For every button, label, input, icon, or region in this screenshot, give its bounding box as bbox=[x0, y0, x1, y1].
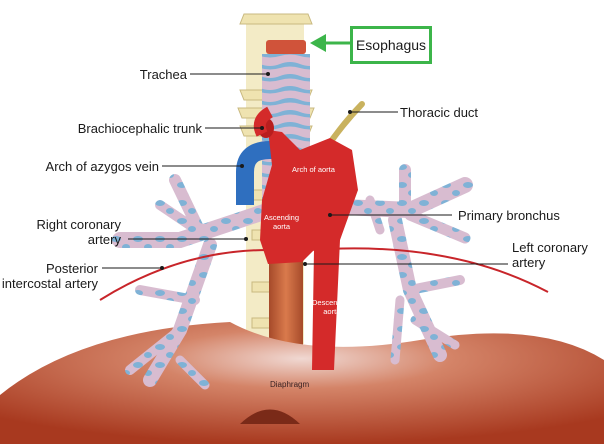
label-right-coronary-artery: Right coronary artery bbox=[36, 217, 121, 247]
label-ascending-aorta-line1: Ascending bbox=[264, 213, 300, 222]
label-brachiocephalic-trunk: Brachiocephalic trunk bbox=[77, 121, 202, 136]
label-ascending-aorta-line2: aorta bbox=[272, 222, 291, 231]
label-primary-bronchus: Primary bronchus bbox=[458, 208, 560, 223]
leader-dots bbox=[160, 72, 352, 270]
leader-lines bbox=[102, 73, 508, 269]
label-diaphragm: Diaphragm bbox=[270, 380, 310, 389]
label-posterior-intercostal-artery-line2: intercostal artery bbox=[1, 276, 98, 291]
label-thoracic-duct: Thoracic duct bbox=[400, 105, 479, 120]
azygos-vein bbox=[236, 141, 290, 205]
label-trachea: Trachea bbox=[139, 67, 187, 82]
intercostal-arteries bbox=[99, 247, 549, 301]
aorta bbox=[253, 106, 358, 370]
label-descending-aorta-line1: Descending bbox=[312, 298, 352, 307]
label-arch-of-aorta: Arch of aorta bbox=[292, 165, 335, 174]
label-left-coronary-artery-line2: artery bbox=[512, 255, 546, 270]
label-posterior-intercostal-artery: Posterior intercostal artery bbox=[2, 261, 98, 291]
label-posterior-intercostal-artery-line1: Posterior bbox=[45, 261, 98, 276]
label-right-coronary-artery-line1: Right coronary bbox=[36, 217, 121, 232]
label-right-coronary-artery-line2: artery bbox=[87, 232, 121, 247]
label-ascending-aorta: Ascending aorta bbox=[264, 213, 299, 231]
label-descending-aorta: Descending aorta bbox=[312, 298, 352, 316]
label-left-coronary-artery: Left coronary artery bbox=[512, 240, 588, 270]
label-left-coronary-artery-line1: Left coronary bbox=[512, 240, 588, 255]
label-descending-aorta-line2: aorta bbox=[323, 307, 341, 316]
callout-arrow bbox=[310, 34, 350, 52]
esophagus-callout: Esophagus bbox=[350, 26, 432, 64]
bronchial-tree bbox=[112, 164, 473, 390]
label-arch-of-azygos-vein: Arch of azygos vein bbox=[45, 159, 159, 174]
